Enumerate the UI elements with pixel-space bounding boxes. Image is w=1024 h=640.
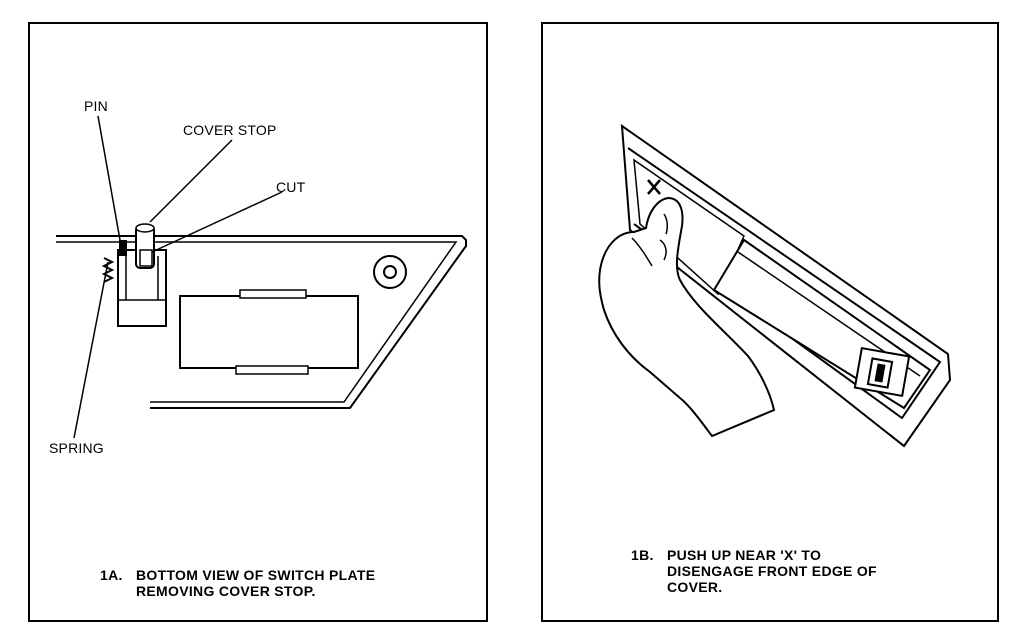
caption-1b-line1: PUSH UP NEAR 'X' TO (667, 547, 822, 563)
caption-1b-number: 1B. (631, 547, 654, 563)
caption-1a-line1: BOTTOM VIEW OF SWITCH PLATE (136, 567, 376, 583)
switch-plate-inner-edge (56, 241, 458, 403)
label-cut: CUT (276, 179, 306, 195)
switch-body-top-tab (239, 289, 307, 299)
label-spring: SPRING (49, 440, 104, 456)
leader-pin (97, 115, 121, 241)
spring-coil (101, 257, 115, 283)
switch-plate-outline (56, 235, 467, 409)
switch-body (179, 295, 359, 369)
hand (598, 196, 776, 438)
pin (119, 240, 127, 256)
caption-1a-line2: REMOVING COVER STOP. (136, 583, 316, 599)
caption-1b-line2: DISENGAGE FRONT EDGE OF (667, 563, 877, 579)
caption-1b-line3: COVER. (667, 579, 723, 595)
switch-body-bottom-tab (235, 365, 309, 375)
leader-cut (151, 191, 283, 253)
screw-hole-center (383, 265, 397, 279)
label-cover-stop: COVER STOP (183, 122, 277, 138)
leader-spring (73, 261, 109, 439)
leader-cover-stop (149, 139, 233, 223)
caption-1b: 1B. PUSH UP NEAR 'X' TO DISENGAGE FRONT … (631, 547, 877, 595)
x-mark (647, 179, 661, 195)
caption-1a: 1A. BOTTOM VIEW OF SWITCH PLATE REMOVING… (100, 567, 375, 599)
caption-1a-number: 1A. (100, 567, 123, 583)
label-pin: PIN (84, 98, 108, 114)
screw-hole (373, 255, 407, 289)
cover-recess (633, 158, 745, 296)
